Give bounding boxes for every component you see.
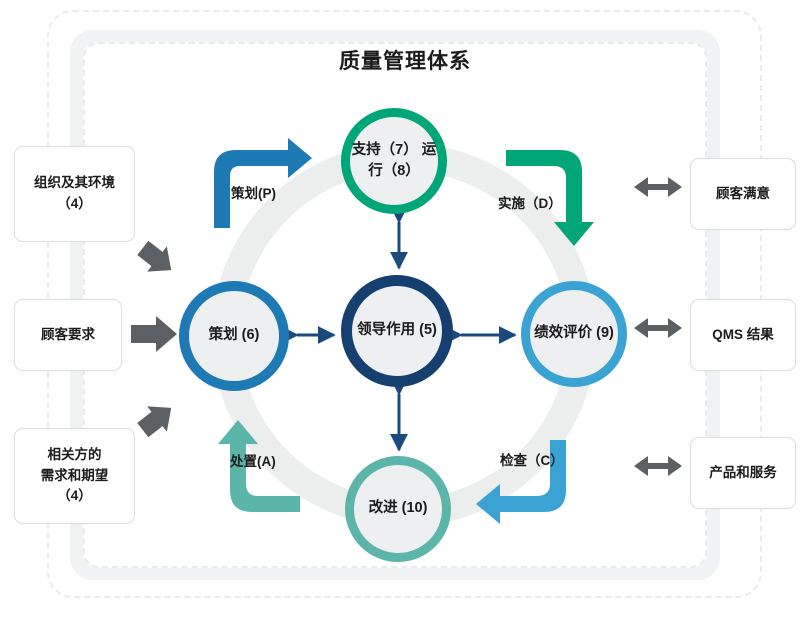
pdca-label-plan: 策划(P) [231, 186, 276, 201]
input-box-organization-context[interactable]: 组织及其环境 （4） [14, 146, 135, 242]
circle-center-line1: 领导作用 [357, 322, 416, 339]
circle-leadership[interactable]: 领导作用 (5) [341, 275, 453, 387]
pdca-label-check: 检查（C） [500, 453, 564, 468]
circle-left-line1: 策划 [208, 327, 238, 344]
output-box-1-label: 顾客满意 [716, 185, 770, 201]
input-box-2-line1: 顾客要求 [41, 326, 95, 342]
circle-center-line2: (5) [419, 322, 437, 339]
pdca-label-act: 处置(A) [230, 454, 276, 469]
circle-bottom-line2: (10) [401, 500, 428, 517]
input-box-3-line2: 需求和期望 [40, 467, 109, 483]
circle-left-line2: (6) [241, 327, 260, 344]
input-box-3-line1: 相关方的 [47, 446, 102, 462]
pdca-label-do: 实施（D） [498, 196, 562, 211]
circle-top-line2: 运行（8） [368, 141, 437, 179]
input-box-customer-requirements[interactable]: 顾客要求 [14, 299, 122, 371]
input-box-1-line2: （4） [57, 196, 92, 211]
output-box-2-label: QMS 结果 [712, 326, 774, 342]
input-box-3-line3: （4） [57, 488, 92, 504]
page-title: 质量管理体系 [339, 50, 471, 73]
circle-right-line1: 绩效评价 [534, 325, 593, 342]
circle-top-line1: 支持（7） [351, 141, 418, 158]
output-box-products-services[interactable]: 产品和服务 [690, 437, 796, 509]
input-box-1-line1: 组织及其环境 [34, 175, 115, 191]
circle-support-operation[interactable]: 支持（7） 运行（8） [341, 108, 447, 214]
circle-planning[interactable]: 策划 (6) [179, 281, 289, 391]
circle-right-line2: (9) [596, 325, 614, 342]
input-box-interested-parties[interactable]: 相关方的 需求和期望 （4） [14, 428, 135, 524]
circle-bottom-line1: 改进 [368, 500, 398, 517]
output-box-customer-satisfaction[interactable]: 顾客满意 [690, 158, 796, 230]
circle-performance-evaluation[interactable]: 绩效评价 (9) [521, 281, 627, 387]
output-box-3-label: 产品和服务 [709, 464, 777, 480]
circle-improvement[interactable]: 改进 (10) [345, 456, 451, 562]
output-box-qms-results[interactable]: QMS 结果 [690, 299, 796, 371]
